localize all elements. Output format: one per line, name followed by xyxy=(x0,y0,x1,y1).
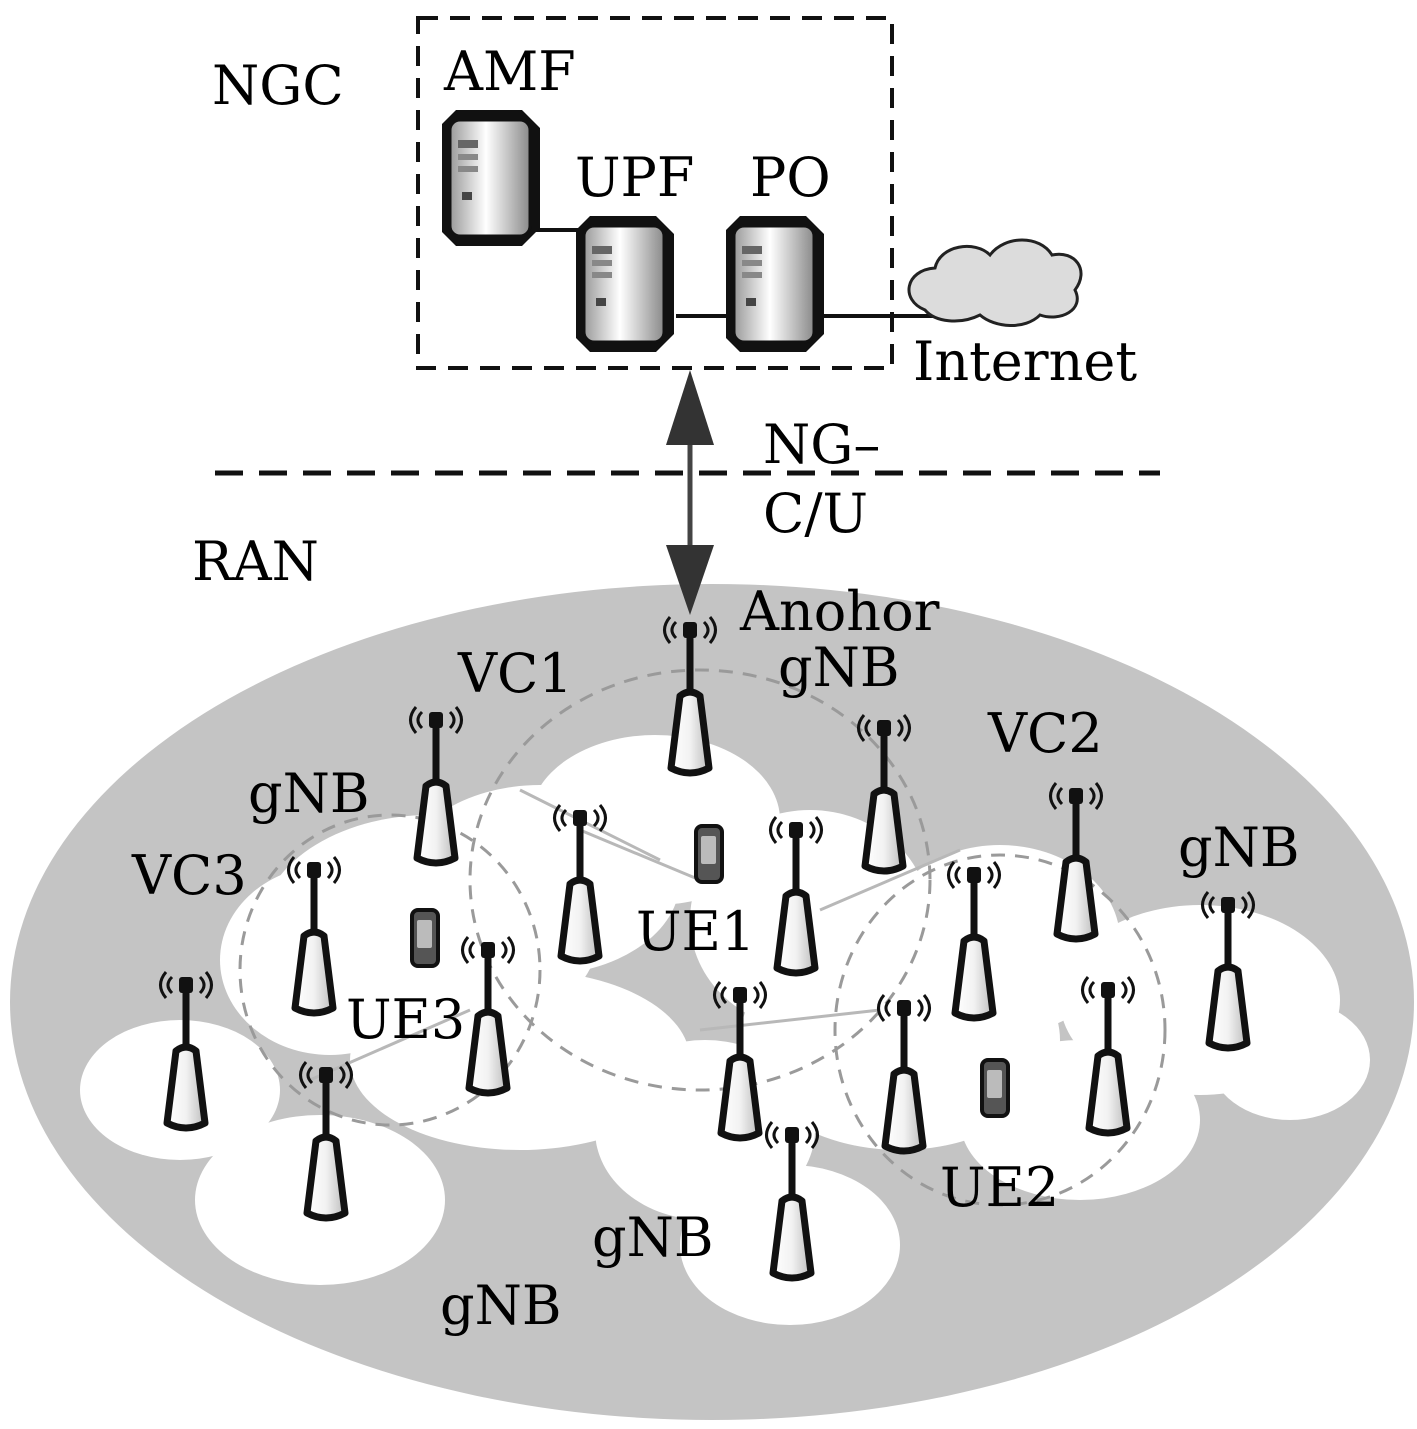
po-label: PO xyxy=(750,146,831,209)
internet-label: Internet xyxy=(913,330,1137,393)
ng-interface-label-line1: NG– xyxy=(763,413,880,476)
anchor-gnb-label-line1: Anohor xyxy=(739,580,940,643)
ue3-handset-icon xyxy=(410,908,440,968)
vc2-label: VC2 xyxy=(987,702,1103,765)
po-server-icon xyxy=(724,214,826,354)
upf-label: UPF xyxy=(575,146,694,209)
ue3-label: UE3 xyxy=(346,988,465,1051)
vc1-label: VC1 xyxy=(457,642,573,705)
vc3-label: VC3 xyxy=(131,844,247,907)
ngc-label: NGC xyxy=(212,54,344,117)
amf-label: AMF xyxy=(443,40,576,103)
virtual-cell-rings xyxy=(238,668,1167,1207)
ng-interface-label-line2: C/U xyxy=(763,482,868,545)
gnb-links xyxy=(309,788,961,1082)
amf-server-icon xyxy=(440,108,542,248)
ue1-label: UE1 xyxy=(636,900,755,963)
ng-interface-arrow xyxy=(666,370,714,615)
ue2-label: UE2 xyxy=(940,1156,1059,1219)
upf-server-icon xyxy=(574,214,676,354)
ran-label: RAN xyxy=(192,530,319,593)
gnb-label: gNB xyxy=(248,762,370,825)
ue2-handset-icon xyxy=(980,1058,1010,1118)
gnb-label: gNB xyxy=(592,1206,714,1269)
ue1-handset-icon xyxy=(694,824,724,884)
gnb-label: gNB xyxy=(1178,816,1300,879)
ngc-boundary xyxy=(416,16,894,370)
anchor-gnb-label-line2: gNB xyxy=(778,636,900,699)
gnb-label: gNB xyxy=(440,1274,562,1337)
internet-cloud-icon xyxy=(907,238,1083,327)
